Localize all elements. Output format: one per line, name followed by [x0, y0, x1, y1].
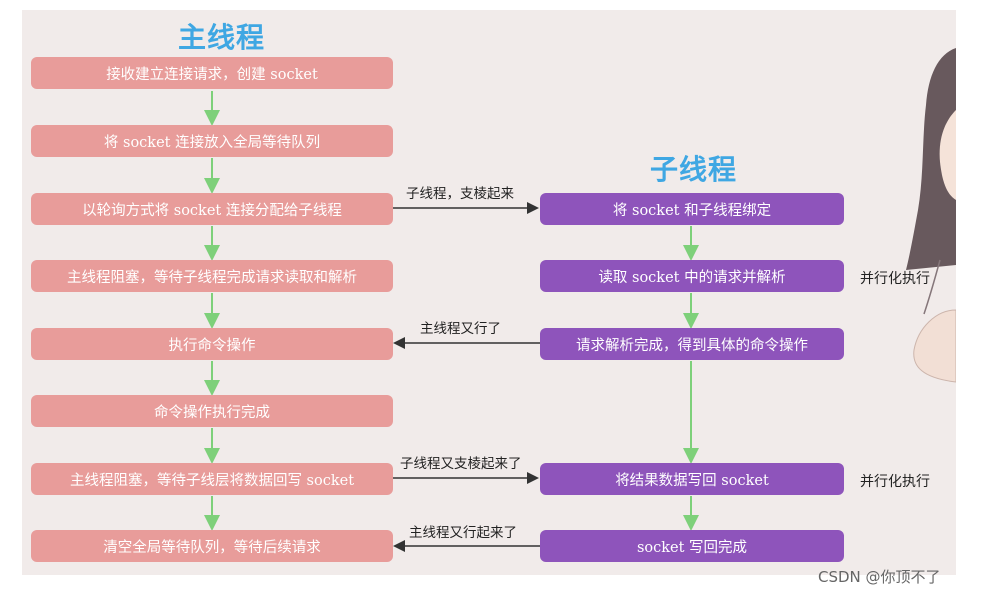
- main-step-4: 主线程阻塞，等待子线程完成请求读取和解析: [31, 260, 393, 292]
- connector-label-to-sub-2: 子线程又支棱起来了: [400, 456, 522, 472]
- connector-label-to-main-2: 主线程又行起来了: [409, 525, 517, 541]
- main-thread-title: 主线程: [178, 21, 266, 54]
- main-step-3: 以轮询方式将 socket 连接分配给子线程: [31, 193, 393, 225]
- character-illustration: [906, 48, 956, 383]
- sub-step-1: 将 socket 和子线程绑定: [540, 193, 844, 225]
- main-step-1: 接收建立连接请求，创建 socket: [31, 57, 393, 89]
- diagram-canvas: 主线程 子线程 接收建立连接请求，创建 socket 将 socket 连接放入…: [22, 10, 956, 575]
- csdn-watermark: CSDN @你顶不了: [818, 568, 941, 586]
- main-step-5: 执行命令操作: [31, 328, 393, 360]
- main-step-6: 命令操作执行完成: [31, 395, 393, 427]
- arrow-layer: [204, 48, 956, 552]
- sub-step-2: 读取 socket 中的请求并解析: [540, 260, 844, 292]
- sub-step-5: socket 写回完成: [540, 530, 844, 562]
- parallel-annotation-1: 并行化执行: [860, 271, 930, 287]
- main-step-8: 清空全局等待队列，等待后续请求: [31, 530, 393, 562]
- connector-label-to-sub-1: 子线程，支棱起来: [406, 186, 514, 202]
- parallel-annotation-2: 并行化执行: [860, 474, 930, 490]
- connector-label-to-main-1: 主线程又行了: [420, 321, 501, 337]
- main-step-7: 主线程阻塞，等待子线层将数据回写 socket: [31, 463, 393, 495]
- sub-step-4: 将结果数据写回 socket: [540, 463, 844, 495]
- main-step-2: 将 socket 连接放入全局等待队列: [31, 125, 393, 157]
- sub-step-3: 请求解析完成，得到具体的命令操作: [540, 328, 844, 360]
- sub-thread-title: 子线程: [650, 153, 738, 186]
